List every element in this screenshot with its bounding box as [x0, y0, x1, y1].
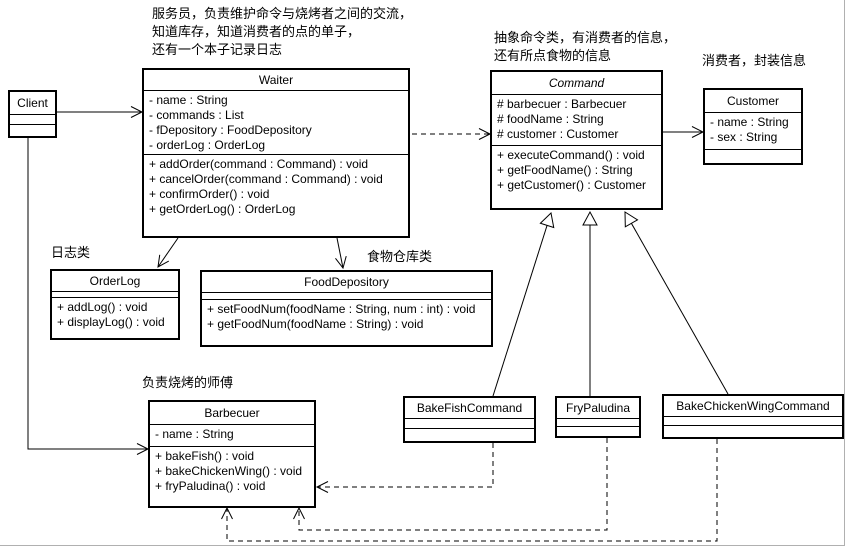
note-line: 抽象命令类，有消费者的信息， [494, 30, 677, 45]
class-barbecuer: Barbecuer - name : String + bakeFish() :… [148, 400, 316, 508]
attributes-compartment: - name : String [150, 424, 314, 446]
note-line: 服务员，负责维护命令与烧烤者之间的交流， [152, 6, 413, 21]
attributes-compartment [664, 416, 842, 425]
class-waiter: Waiter - name : String - commands : List… [142, 68, 410, 238]
class-title: OrderLog [89, 274, 141, 288]
attribute: - name : String [155, 427, 234, 441]
attribute: # customer : Customer [497, 127, 619, 141]
attributes-compartment [52, 291, 178, 297]
class-title: BakeFishCommand [416, 401, 523, 415]
attribute: - fDepository : FoodDepository [149, 123, 312, 137]
edge-bakechickenwingcommand-command [624, 211, 729, 395]
methods-compartment: + setFoodNum(foodName : String, num : in… [202, 299, 491, 343]
methods-compartment: + executeCommand() : void + getFoodName(… [492, 145, 661, 207]
methods-compartment [405, 428, 534, 439]
class-bakefishcommand: BakeFishCommand [403, 396, 536, 443]
note-customer: 消费者，封装信息 [702, 53, 807, 68]
class-title: Waiter [258, 73, 294, 87]
attributes-compartment [405, 418, 534, 428]
edge-bakechickenwingcommand-barbecuer [221, 439, 718, 542]
method: + getFoodName() : String [497, 163, 633, 177]
note-waiter: 服务员，负责维护命令与烧烤者之间的交流， 知道库存，知道消费者的点的单子， 还有… [152, 5, 412, 59]
method: + confirmOrder() : void [149, 187, 270, 201]
attribute: - name : String [149, 93, 228, 107]
note-fooddepository: 食物仓库类 [367, 249, 433, 264]
method: + getCustomer() : Customer [497, 178, 647, 192]
note-line: 知道库存，知道消费者的点的单子， [152, 24, 361, 39]
edge-waiter-fooddepository [335, 237, 347, 270]
method: + fryPaludina() : void [155, 479, 266, 493]
class-title: Customer [726, 94, 779, 108]
method: + addLog() : void [57, 300, 148, 314]
note-command: 抽象命令类，有消费者的信息， 还有所点食物的信息 [494, 29, 676, 65]
attributes-compartment: # barbecuer : Barbecuer # foodName : Str… [492, 94, 661, 145]
note-orderlog: 日志类 [51, 245, 91, 260]
attributes-compartment [557, 418, 639, 426]
edge-waiter-orderlog [157, 237, 179, 268]
attributes-compartment: - name : String - commands : List - fDep… [144, 90, 408, 154]
class-title: Client [17, 96, 48, 110]
methods-compartment [10, 124, 55, 134]
class-title: Barbecuer [204, 406, 260, 420]
note-line: 还有一个本子记录日志 [152, 42, 283, 57]
method: + addOrder(command : Command) : void [149, 157, 369, 171]
attribute: - name : String [710, 115, 789, 129]
class-title: BakeChickenWingCommand [676, 399, 830, 413]
methods-compartment: + bakeFish() : void + bakeChickenWing() … [150, 446, 314, 503]
method: + setFoodNum(foodName : String, num : in… [207, 302, 476, 316]
attributes-compartment [10, 114, 55, 124]
attribute: - commands : List [149, 108, 244, 122]
class-frypaludina: FryPaludina [555, 396, 641, 438]
class-client: Client [8, 90, 57, 138]
methods-compartment [705, 149, 801, 160]
class-bakechickenwingcommand: BakeChickenWingCommand [662, 394, 844, 439]
attributes-compartment [202, 292, 491, 299]
class-customer: Customer - name : String - sex : String [703, 88, 803, 165]
methods-compartment: + addLog() : void + displayLog() : void [52, 297, 178, 336]
edge-frypaludina-barbecuer [293, 438, 608, 531]
note-line: 还有所点食物的信息 [494, 48, 612, 63]
attribute: # foodName : String [497, 112, 604, 126]
class-command: Command # barbecuer : Barbecuer # foodNa… [490, 70, 663, 210]
class-title: FoodDepository [304, 275, 389, 289]
edge-bakefishcommand-barbecuer [315, 443, 494, 493]
attribute: # barbecuer : Barbecuer [497, 97, 627, 111]
attribute: - sex : String [710, 130, 778, 144]
method: + executeCommand() : void [497, 148, 645, 162]
class-fooddepository: FoodDepository + setFoodNum(foodName : S… [200, 270, 493, 347]
class-title: Command [548, 76, 605, 90]
attributes-compartment: - name : String - sex : String [705, 112, 801, 149]
methods-compartment [557, 426, 639, 434]
method: + cancelOrder(command : Command) : void [149, 172, 383, 186]
method: + bakeFish() : void [155, 449, 255, 463]
method: + getFoodNum(foodName : String) : void [207, 317, 424, 331]
attribute: - orderLog : OrderLog [149, 138, 266, 152]
class-orderlog: OrderLog + addLog() : void + displayLog(… [50, 269, 180, 340]
methods-compartment [664, 425, 842, 434]
note-barbecuer: 负责烧烤的师傅 [142, 375, 234, 390]
edge-bakefishcommand-command [492, 211, 555, 397]
methods-compartment: + addOrder(command : Command) : void + c… [144, 154, 408, 234]
edge-client-barbecuer [27, 138, 150, 455]
class-title: FryPaludina [565, 401, 631, 415]
method: + bakeChickenWing() : void [155, 464, 303, 478]
method: + getOrderLog() : OrderLog [149, 202, 296, 216]
method: + displayLog() : void [57, 315, 165, 329]
